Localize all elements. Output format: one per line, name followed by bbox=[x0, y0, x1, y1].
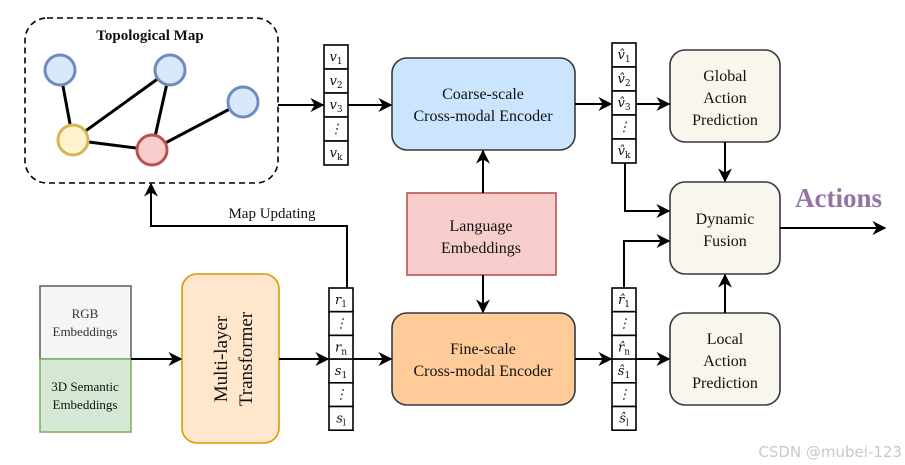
token-label: v̂k bbox=[618, 144, 631, 161]
token-cell bbox=[323, 68, 349, 94]
token-label: v1 bbox=[329, 50, 342, 67]
map-node-agent bbox=[56, 123, 90, 157]
language-embeddings: Language Embeddings bbox=[406, 192, 557, 276]
map-node bbox=[153, 53, 187, 87]
rgb-embeddings: RGB Embeddings bbox=[39, 285, 132, 360]
token-label: ŝ1 bbox=[618, 364, 630, 381]
token-label: ⋮ bbox=[618, 120, 631, 135]
token-label: v̂2 bbox=[617, 72, 630, 89]
coarse-output-token-column: v̂1 v̂2 v̂3 ⋮ v̂k bbox=[611, 42, 637, 164]
arrow bbox=[623, 234, 671, 288]
token-cell bbox=[328, 405, 354, 432]
transformer-label: Transformer bbox=[236, 311, 257, 406]
token-label: v̂1 bbox=[617, 48, 630, 65]
rgb-label: Embeddings bbox=[53, 324, 118, 339]
token-label: ⋮ bbox=[618, 388, 631, 403]
local-label: Action bbox=[703, 353, 747, 370]
token-label: ⋮ bbox=[335, 388, 348, 403]
fine-encoder: Fine-scale Cross-modal Encoder bbox=[391, 312, 576, 406]
language-label: Language bbox=[449, 218, 512, 235]
fusion-label: Fusion bbox=[703, 233, 747, 250]
coarse-token-column: v1 v2 v3 ⋮ vk bbox=[323, 44, 349, 166]
map-edge bbox=[72, 68, 171, 142]
semantic-label: 3D Semantic bbox=[51, 379, 119, 394]
multi-layer-transformer: Multi-layer Transformer bbox=[181, 273, 280, 444]
topological-map-title: Topological Map bbox=[96, 28, 203, 44]
dynamic-fusion: Dynamic Fusion bbox=[669, 181, 781, 275]
fine-encoder-label: Fine-scale bbox=[450, 341, 516, 358]
coarse-encoder-label: Cross-modal Encoder bbox=[413, 108, 553, 125]
token-label: v2 bbox=[329, 74, 342, 91]
topological-map: Topological Map bbox=[24, 17, 279, 184]
token-label: r1 bbox=[335, 293, 347, 310]
token-label: v3 bbox=[329, 98, 342, 115]
map-node bbox=[226, 85, 260, 119]
fine-token-column: r1 ⋮ rn s1 ⋮ sl bbox=[328, 287, 354, 432]
token-label: rn bbox=[335, 340, 347, 357]
fine-encoder-label: Cross-modal Encoder bbox=[413, 363, 553, 380]
arrows bbox=[131, 97, 887, 366]
arrow bbox=[624, 163, 671, 218]
token-label: r̂1 bbox=[618, 293, 630, 310]
token-label: ⋮ bbox=[618, 317, 631, 332]
map-node bbox=[43, 53, 77, 87]
global-label: Global bbox=[703, 68, 747, 85]
map-updating-arrow bbox=[144, 182, 348, 288]
token-cell bbox=[611, 405, 637, 432]
fine-output-token-column: r̂1 ⋮ r̂n ŝ1 ⋮ ŝl bbox=[611, 287, 637, 432]
watermark: CSDN @mubei-123 bbox=[758, 443, 902, 461]
coarse-encoder: Coarse-scale Cross-modal Encoder bbox=[391, 57, 576, 151]
actions-label: Actions bbox=[795, 183, 882, 213]
token-label: sl bbox=[336, 411, 346, 428]
semantic-embeddings: 3D Semantic Embeddings bbox=[39, 358, 132, 433]
token-label: ŝl bbox=[619, 411, 629, 428]
token-cell bbox=[611, 138, 637, 164]
token-label: ⋮ bbox=[330, 122, 343, 137]
map-edge bbox=[151, 100, 244, 152]
map-node-current bbox=[135, 133, 169, 167]
local-label: Prediction bbox=[692, 375, 758, 392]
global-label: Action bbox=[703, 90, 747, 107]
global-label: Prediction bbox=[692, 112, 758, 129]
token-cell bbox=[611, 66, 637, 92]
coarse-encoder-label: Coarse-scale bbox=[442, 86, 524, 103]
token-cell bbox=[323, 44, 349, 70]
transformer-label: Multi-layer bbox=[211, 315, 232, 402]
local-action-prediction: Local Action Prediction bbox=[669, 312, 781, 406]
fusion-label: Dynamic bbox=[696, 211, 755, 228]
token-label: v̂3 bbox=[617, 96, 630, 113]
global-action-prediction: Global Action Prediction bbox=[669, 49, 781, 143]
token-label: ⋮ bbox=[335, 317, 348, 332]
semantic-label: Embeddings bbox=[53, 397, 118, 412]
rgb-label: RGB bbox=[72, 306, 99, 321]
language-label: Embeddings bbox=[441, 240, 521, 257]
token-label: s1 bbox=[335, 364, 347, 381]
token-label: vk bbox=[330, 146, 343, 163]
local-label: Local bbox=[707, 331, 744, 348]
map-updating-label: Map Updating bbox=[228, 206, 316, 222]
token-cell bbox=[323, 116, 349, 142]
token-label: r̂n bbox=[618, 340, 630, 357]
token-cell bbox=[323, 140, 349, 166]
token-cell bbox=[611, 114, 637, 140]
